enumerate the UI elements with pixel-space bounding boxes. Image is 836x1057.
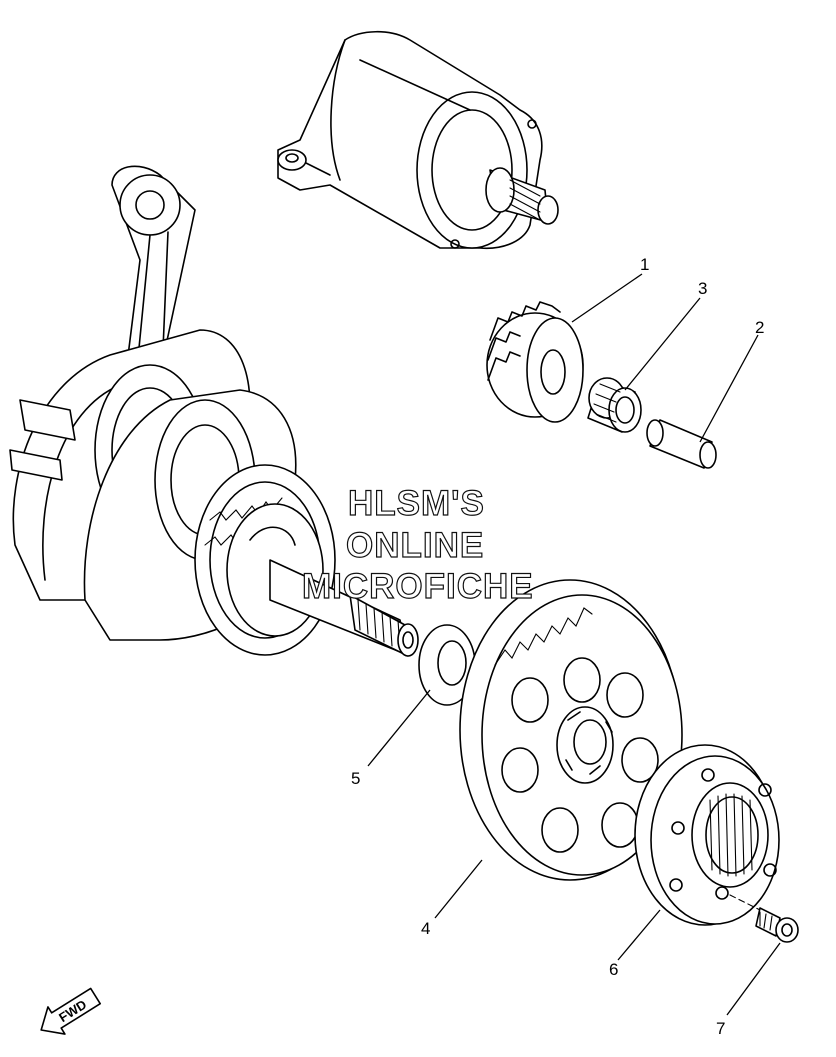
watermark: HLSM'S ONLINE MICROFICHE (301, 483, 534, 606)
starter-motor (277, 30, 559, 250)
fwd-arrow-icon: FWD (40, 987, 102, 1035)
crankshaft (9, 165, 419, 657)
watermark-line-3: MICROFICHE (302, 567, 534, 606)
callout-1: 1 (640, 255, 649, 274)
callout-6: 6 (609, 960, 618, 979)
callout-3: 3 (698, 279, 707, 298)
needle-bearing (587, 377, 642, 433)
callout-5: 5 (351, 769, 360, 788)
leader-lines (367, 273, 781, 1016)
watermark-line-1: HLSM'S (348, 484, 485, 523)
callout-2: 2 (755, 318, 764, 337)
idler-gear (486, 301, 584, 423)
idler-shaft (646, 419, 717, 469)
callout-7: 7 (716, 1019, 725, 1038)
starter-wheel-gear (459, 579, 683, 881)
flange-bolt (729, 894, 799, 943)
watermark-line-2: ONLINE (346, 526, 484, 565)
callout-4: 4 (421, 919, 430, 938)
callout-numbers: 1 3 2 5 4 6 7 (351, 255, 764, 1038)
starter-clutch (634, 744, 780, 926)
